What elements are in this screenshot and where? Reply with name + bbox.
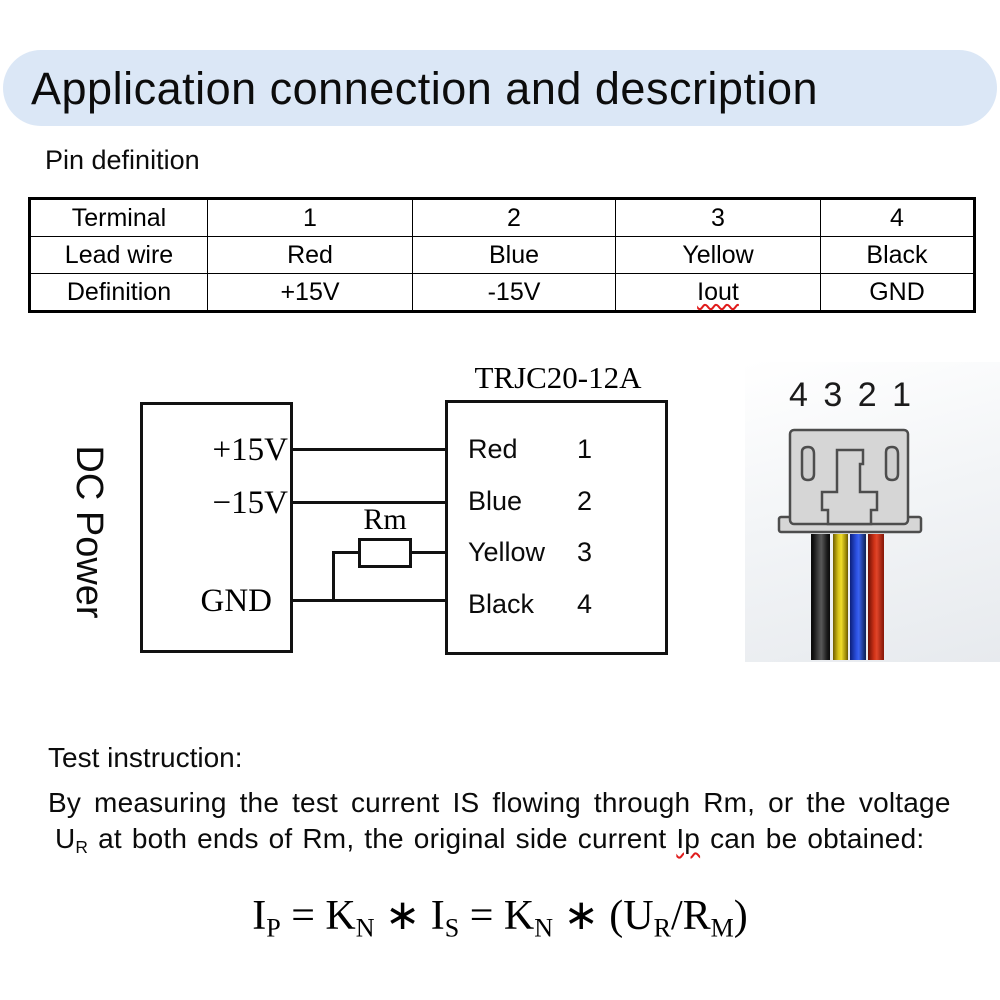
cell-leadwire-3: Yellow: [615, 236, 821, 274]
cell-leadwire-1: Red: [207, 236, 413, 274]
resistor-rm: [358, 538, 412, 568]
instruction-line-2-end: can be obtained:: [700, 823, 925, 854]
resistor-rm-label: Rm: [363, 503, 407, 536]
latch: [820, 448, 879, 526]
connector-wire-yellow: [833, 534, 848, 660]
dc-pin-gnd: GND: [200, 583, 273, 619]
device-pin-color: Black: [468, 589, 535, 619]
connector-wire-blue: [850, 534, 866, 660]
iout-value: Iout: [697, 277, 739, 306]
device-pin-color: Red: [468, 434, 518, 464]
formula-seg: ): [733, 893, 748, 939]
pin-definition-table: Terminal 1 2 3 4 Lead wire Red Blue Yell…: [28, 197, 976, 313]
ur-subscript: R: [75, 836, 89, 857]
device-pin-row-red: Red 1: [468, 434, 592, 465]
device-pin-color: Yellow: [468, 537, 546, 567]
cell-terminal-3: 3: [615, 198, 821, 237]
formula-seg: /R: [670, 893, 711, 939]
formula-seg: I: [430, 893, 445, 939]
dc-power-box: [140, 402, 293, 653]
cell-definition-4: GND: [820, 273, 975, 312]
formula-sub: P: [266, 913, 281, 943]
device-pin-row-black: Black 4: [468, 589, 592, 620]
cell-terminal-2: 2: [412, 198, 616, 237]
connector-wire-red: [868, 534, 884, 660]
wire-plus15v-to-red: [291, 448, 447, 451]
table-row-terminal: Terminal 1 2 3 4: [29, 198, 975, 237]
test-instruction-heading: Test instruction:: [48, 742, 243, 773]
cell-terminal-1: 1: [207, 198, 413, 237]
ip-term: Ip: [676, 823, 701, 854]
formula-sub: R: [653, 913, 671, 943]
instruction-line-2: UR at both ends of Rm, the original side…: [55, 823, 1000, 857]
dc-power-label: DC Power: [68, 445, 110, 619]
device-pin-row-blue: Blue 2: [468, 486, 592, 517]
formula-sub: M: [710, 913, 734, 943]
pin-definition-heading: Pin definition: [45, 145, 200, 175]
slot-left: [800, 445, 816, 482]
cell-definition-1: +15V: [207, 273, 413, 312]
device-pin-row-yellow: Yellow 3: [468, 537, 592, 568]
device-pin-number: 2: [576, 486, 592, 516]
cell-leadwire-4: Black: [820, 236, 975, 274]
connector-wire-black: [811, 534, 830, 660]
formula: IP = KN ∗ IS = KN ∗ (UR/RM): [0, 890, 1000, 943]
formula-sub: N: [355, 913, 375, 943]
formula-seg: =: [459, 893, 504, 939]
cell-definition-2: -15V: [412, 273, 616, 312]
ur-base: U: [55, 823, 76, 854]
connector-housing-icon: [777, 428, 923, 534]
connector-pin-numbers: 4 3 2 1: [789, 376, 914, 414]
table-row-definition: Definition +15V -15V Iout GND: [29, 273, 975, 312]
slot-right: [884, 445, 900, 482]
table-row-leadwire: Lead wire Red Blue Yellow Black: [29, 236, 975, 274]
device-pin-number: 4: [576, 589, 592, 619]
instruction-line-2-mid: at both ends of Rm, the original side cu…: [88, 823, 677, 854]
wire-rm-left-lead: [332, 551, 360, 554]
page-title: Application connection and description: [31, 63, 819, 114]
cell-leadwire-2: Blue: [412, 236, 616, 274]
formula-seg: =: [280, 893, 326, 939]
formula-seg: K: [325, 893, 356, 939]
device-title: TRJC20-12A: [474, 360, 642, 395]
device-pin-number: 1: [576, 434, 592, 464]
dc-pin-minus15v: −15V: [212, 485, 288, 521]
cell-definition-header: Definition: [29, 273, 208, 312]
wire-minus15v-to-blue: [291, 501, 447, 504]
cell-terminal-4: 4: [820, 198, 975, 237]
formula-sub: N: [534, 913, 554, 943]
instruction-line-1: By measuring the test current IS flowing…: [48, 787, 951, 818]
cell-definition-3: Iout: [615, 273, 821, 312]
wire-yellow-to-rm: [410, 551, 447, 554]
formula-seg: ∗: [374, 893, 431, 939]
page-title-banner: Application connection and description: [3, 50, 997, 126]
formula-seg: K: [503, 893, 535, 939]
formula-sub: S: [444, 913, 460, 943]
cell-leadwire-header: Lead wire: [29, 236, 208, 274]
connector-photo: 4 3 2 1: [745, 362, 1000, 662]
device-pin-number: 3: [576, 537, 592, 567]
wire-rm-to-gnd: [332, 551, 335, 602]
formula-seg: I: [252, 893, 267, 939]
formula-seg: ∗ (U: [553, 893, 654, 939]
device-box: [445, 400, 668, 655]
dc-pin-plus15v: +15V: [212, 432, 288, 468]
wire-gnd-to-black: [291, 599, 447, 602]
device-pin-color: Blue: [468, 486, 523, 516]
cell-terminal-header: Terminal: [29, 198, 208, 237]
